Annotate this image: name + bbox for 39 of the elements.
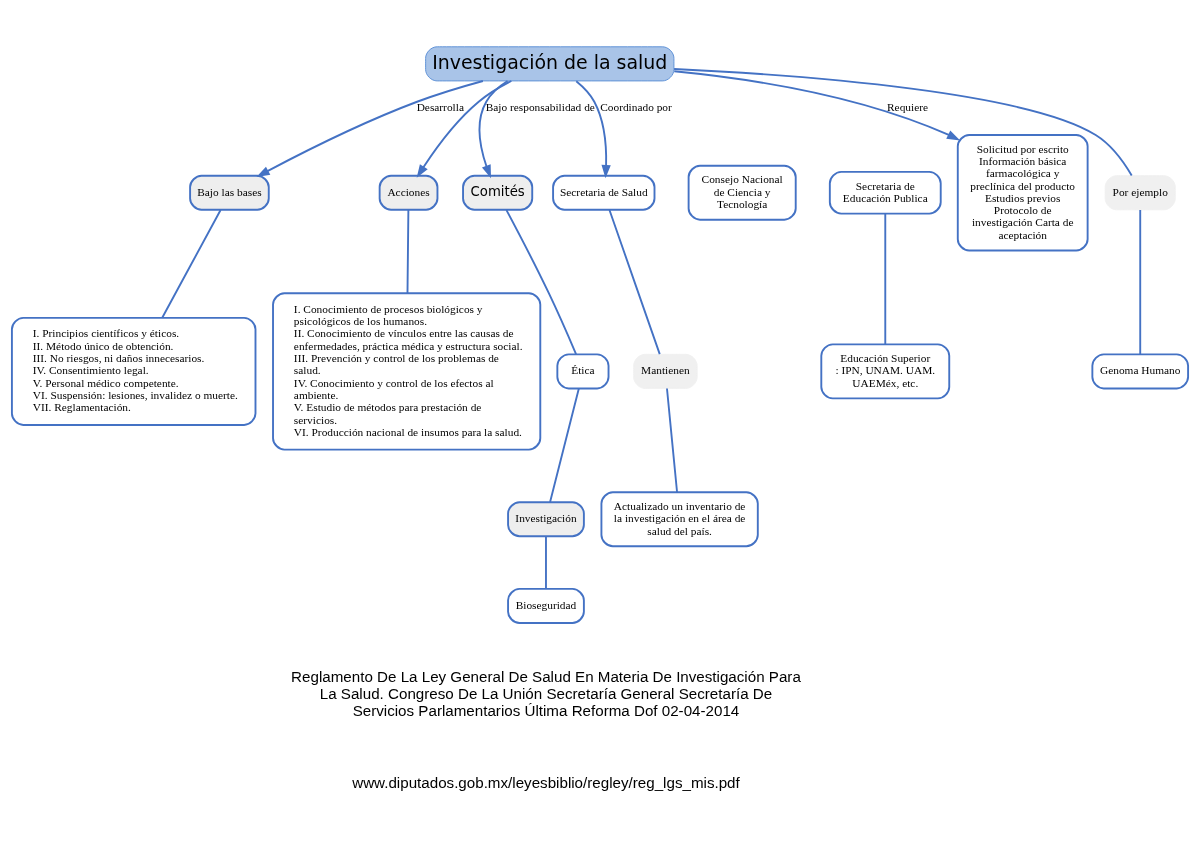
edge-label: Bajo responsabilidad de <box>485 100 595 113</box>
connector <box>1139 209 1142 356</box>
node-box: I. Conocimiento de procesos biológicos y psicológicos de los humanos. II. Conocimiento de vínculos entre las causas de enfermedades, práctica médica y estructura social. III. Prevención y control de los problemas de salud. IV. Conocimiento y control de los efectos al ambiente. V. Estudio de métodos para prestación de servicios. VI. Producción nacional de insumos para la salud. <box>272 292 542 451</box>
connector <box>549 387 580 503</box>
connector <box>161 209 222 319</box>
connector <box>406 209 410 294</box>
node-box: Ética <box>556 353 610 390</box>
edge-label: Coordinado por <box>600 100 672 113</box>
node-box: Genoma Humano <box>1091 353 1190 390</box>
arrow <box>256 80 484 177</box>
connector <box>545 535 547 590</box>
node-box: Investigación de la salud <box>425 46 675 82</box>
edge-label: Desarrolla <box>416 100 464 113</box>
node-box: Comités <box>462 174 534 211</box>
arrow <box>673 70 961 141</box>
connector <box>884 212 887 346</box>
node-box: Secretaria de Educación Publica <box>828 170 942 215</box>
connector <box>673 68 1133 177</box>
node-box: Bajo las bases <box>189 174 270 211</box>
node-box: Mantienen <box>633 353 698 389</box>
edge-label: Requiere <box>887 100 929 113</box>
node-box: Bioseguridad <box>507 587 585 624</box>
label: www.diputados.gob.mx/leyesbiblio/regley/reg_lgs_mis.pdf <box>352 773 740 791</box>
node-box: I. Principios científicos y éticos. II. Método único de obtención. III. No riesgos, ni daños innecesarios. IV. Consentimiento legal. V. Personal médico competente. VI. Suspensión: lesiones, invalidez o muerte. VII. Reglamentación. <box>10 316 257 426</box>
arrow <box>478 80 509 179</box>
label: Reglamento De La Ley General De Salud En Materia De Investigación Para La Salud. Congreso De La Unión Secretaría General Secretaría De Servicios Parlamentarios Última Reforma Dof 02-04-2014 <box>291 667 801 719</box>
node-box: Investigación <box>507 501 585 538</box>
node-box: Consejo Nacional de Ciencia y Tecnología <box>687 164 797 221</box>
arrow <box>575 80 611 179</box>
connector <box>505 209 577 355</box>
node-box: Educación Superior : IPN, UNAM. UAM. UAEMéx, etc. <box>820 343 951 400</box>
node-box: Secretaria de Salud <box>552 174 656 211</box>
node-box: Solicitud por escrito Información básica farmacológica y preclínica del producto Estudios previos Protocolo de investigación Carta de aceptación <box>956 134 1089 252</box>
connector <box>608 209 661 356</box>
node-box: Por ejemplo <box>1104 175 1176 211</box>
connector <box>666 387 679 494</box>
node-box: Acciones <box>378 174 439 211</box>
node-box: Actualizado un inventario de la investigación en el área de salud del país. <box>600 491 759 548</box>
arrow <box>416 80 513 178</box>
